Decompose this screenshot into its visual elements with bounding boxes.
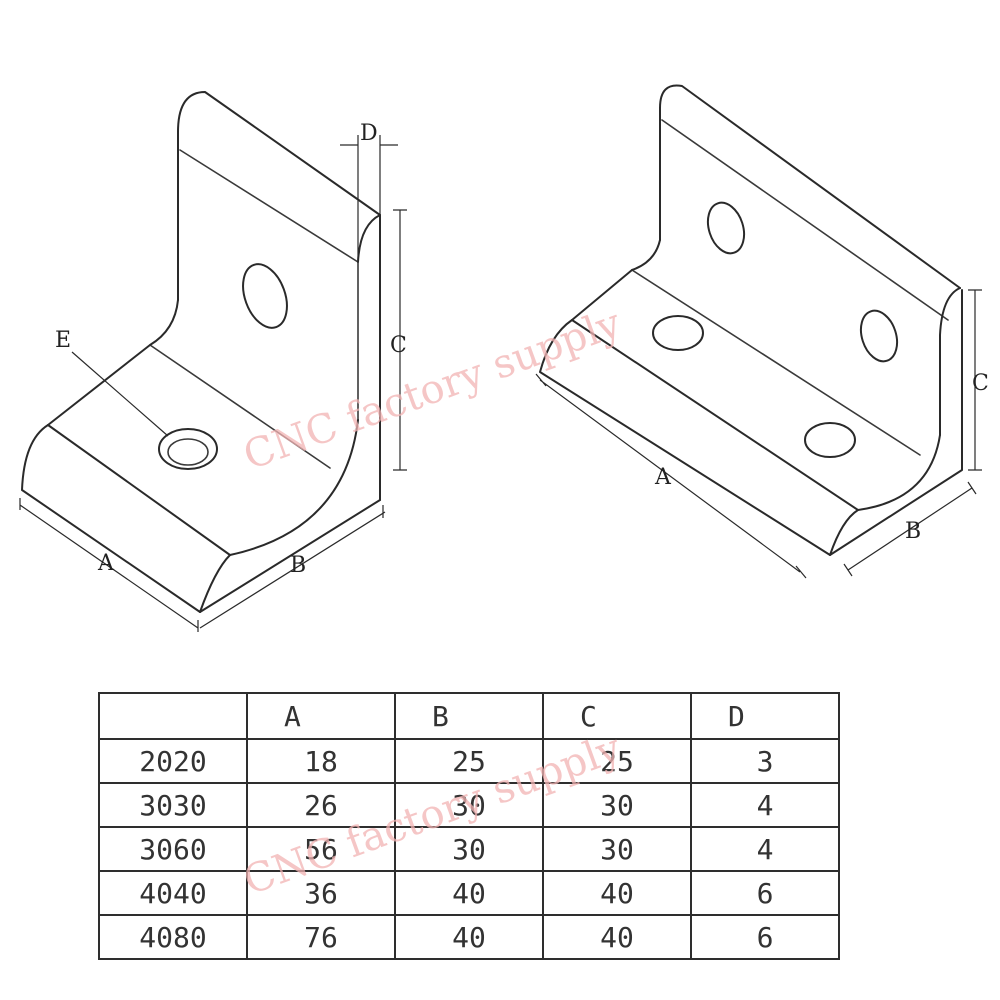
right-plate-right-edge bbox=[939, 287, 961, 436]
table-cell-a: 56 bbox=[246, 826, 396, 872]
left-bend-inner bbox=[149, 299, 179, 346]
left-label-d: D bbox=[360, 121, 378, 146]
table-cell-b: 30 bbox=[394, 826, 544, 872]
left-plate-top-edge bbox=[177, 91, 381, 216]
right-label-c: C bbox=[972, 371, 989, 396]
left-plate-inner-edge bbox=[179, 149, 359, 421]
right-base-front-edge bbox=[539, 319, 831, 556]
right-plate-top-edge bbox=[659, 84, 961, 289]
left-dim-b-line bbox=[199, 505, 386, 629]
right-base-bend-outer bbox=[857, 434, 941, 511]
table-row: 3060 56 30 30 4 bbox=[98, 826, 840, 872]
right-label-b: B bbox=[905, 519, 921, 544]
table-cell-c: 30 bbox=[542, 782, 692, 828]
table-header-cell: A bbox=[246, 692, 396, 740]
table-cell-a: 26 bbox=[246, 782, 396, 828]
left-base-hole bbox=[158, 428, 218, 470]
left-label-a: A bbox=[97, 551, 115, 576]
table-cell-d: 4 bbox=[690, 826, 840, 872]
right-plate-hole-1 bbox=[706, 201, 746, 255]
table-cell-size: 3030 bbox=[98, 782, 248, 828]
table-cell-b: 40 bbox=[394, 914, 544, 960]
left-base-top-back bbox=[47, 344, 151, 426]
table-cell-a: 18 bbox=[246, 738, 396, 784]
table-header-row: A B C D bbox=[98, 692, 840, 740]
table-cell-b: 30 bbox=[394, 782, 544, 828]
table-header-cell: D bbox=[690, 692, 840, 740]
table-header-cell: C bbox=[542, 692, 692, 740]
left-plate-top-corner bbox=[357, 214, 381, 263]
right-dim-a-line bbox=[535, 373, 807, 579]
table-row: 2020 18 25 25 3 bbox=[98, 738, 840, 784]
table-cell-a: 76 bbox=[246, 914, 396, 960]
table-row: 4040 36 40 40 6 bbox=[98, 870, 840, 916]
table-cell-c: 25 bbox=[542, 738, 692, 784]
table-cell-size: 2020 bbox=[98, 738, 248, 784]
right-dim-b-line bbox=[843, 481, 977, 577]
spec-table: A B C D 2020 18 25 25 3 3030 26 30 30 4 … bbox=[98, 692, 840, 960]
right-base-corner bbox=[829, 509, 859, 556]
right-bend-line bbox=[631, 269, 921, 456]
right-bend-inner bbox=[631, 239, 661, 271]
right-base-hole-1 bbox=[652, 315, 704, 351]
table-cell-b: 40 bbox=[394, 870, 544, 916]
left-plate-hole bbox=[242, 263, 288, 329]
right-dim-c-line bbox=[968, 289, 982, 471]
left-dim-a-line bbox=[19, 498, 199, 632]
table-cell-d: 6 bbox=[690, 914, 840, 960]
table-cell-c: 40 bbox=[542, 914, 692, 960]
left-base-front-edge bbox=[21, 424, 201, 613]
left-bend-line bbox=[149, 344, 331, 469]
table-cell-d: 4 bbox=[690, 782, 840, 828]
left-base-side-bottom bbox=[199, 499, 381, 613]
left-label-b: B bbox=[290, 553, 306, 578]
left-base-hole-counterbore bbox=[167, 438, 209, 466]
table-header-cell bbox=[98, 692, 248, 740]
table-cell-b: 25 bbox=[394, 738, 544, 784]
right-plate-hole-2 bbox=[859, 309, 899, 363]
bracket-drawings: A B C D E A B C CNC fac bbox=[19, 84, 989, 632]
left-base-corner bbox=[199, 554, 231, 613]
table-cell-a: 36 bbox=[246, 870, 396, 916]
right-base-top-back bbox=[571, 269, 633, 321]
left-bracket-view: A B C D E bbox=[19, 91, 407, 632]
right-label-a: A bbox=[654, 465, 672, 490]
right-base-hole-2 bbox=[804, 422, 856, 458]
table-cell-size: 3060 bbox=[98, 826, 248, 872]
table-cell-c: 40 bbox=[542, 870, 692, 916]
left-base-bend-outer bbox=[229, 419, 359, 556]
table-header-cell: B bbox=[394, 692, 544, 740]
table-cell-d: 3 bbox=[690, 738, 840, 784]
table-cell-size: 4040 bbox=[98, 870, 248, 916]
table-row: 3030 26 30 30 4 bbox=[98, 782, 840, 828]
left-dim-d-line bbox=[340, 135, 398, 260]
left-e-leader bbox=[71, 351, 169, 437]
right-base-side bbox=[829, 289, 963, 556]
table-cell-d: 6 bbox=[690, 870, 840, 916]
left-label-c: C bbox=[390, 333, 407, 358]
table-cell-size: 4080 bbox=[98, 914, 248, 960]
right-bracket-view: A B C bbox=[535, 84, 989, 579]
left-label-e: E bbox=[55, 328, 71, 353]
table-cell-c: 30 bbox=[542, 826, 692, 872]
left-base-top-front bbox=[47, 424, 231, 556]
table-row: 4080 76 40 40 6 bbox=[98, 914, 840, 960]
right-base-top-front bbox=[571, 319, 859, 511]
right-plate-top-inner bbox=[661, 119, 949, 321]
left-dim-c-line bbox=[393, 209, 407, 471]
